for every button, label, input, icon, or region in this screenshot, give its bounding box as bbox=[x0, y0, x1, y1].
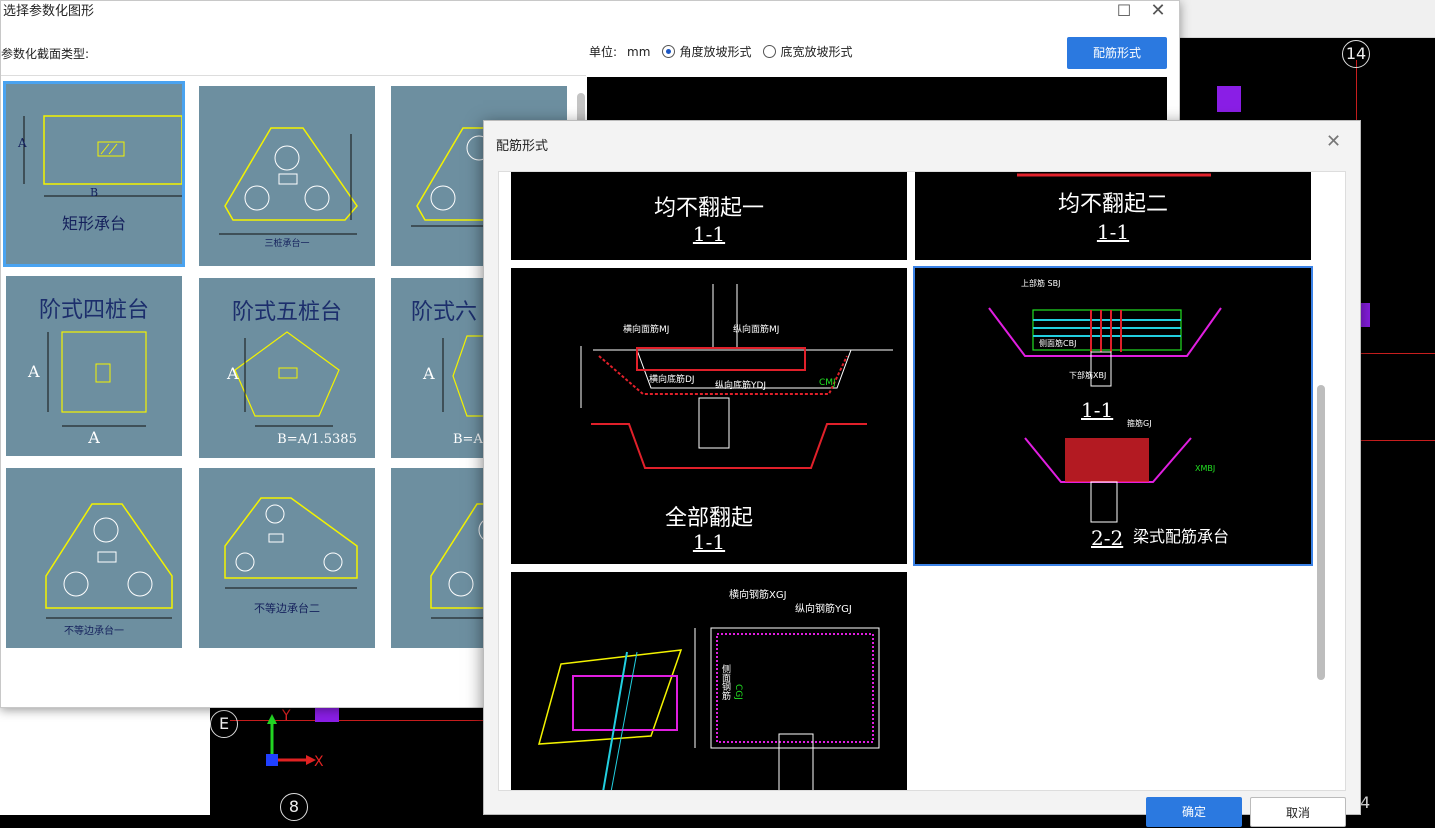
annotation: CGJ bbox=[733, 684, 743, 700]
annotation: 箍筋GJ bbox=[1127, 419, 1152, 428]
dialog-title: 选择参数化图形 bbox=[3, 4, 95, 19]
rebar-option-all-bend[interactable]: 横向面筋MJ 纵向面筋MJ 横向底筋DJ 纵向底筋YDJ CMJ 全部翻起 1-… bbox=[511, 268, 907, 564]
section-label-2: 2-2 bbox=[1091, 526, 1124, 550]
annotation: 横向底筋DJ bbox=[649, 375, 695, 385]
grid-line bbox=[230, 720, 486, 721]
rebar-form-button[interactable]: 配筋形式 bbox=[1067, 37, 1167, 69]
ucs-axis-icon: Y X bbox=[266, 708, 324, 770]
unit-selector: 单位: mm 角度放坡形式 底宽放坡形式 bbox=[589, 43, 852, 60]
cancel-button[interactable]: 取消 bbox=[1250, 797, 1346, 827]
annotation: 纵向面筋MJ bbox=[733, 325, 780, 335]
option-label: 均不翻起一 bbox=[653, 196, 764, 221]
shape-unequal-2[interactable]: 不等边承台二 bbox=[199, 468, 375, 648]
shape-label: 阶式六 bbox=[411, 300, 478, 325]
shape-label: 阶式四桩台 bbox=[38, 298, 149, 323]
cad-toolbar-strip bbox=[1180, 0, 1435, 38]
annotation: 纵向底筋YDJ bbox=[715, 381, 767, 391]
grid-bubble-4: 4 bbox=[1360, 793, 1371, 812]
shape-step-four-pile[interactable]: 阶式四桩台 A A bbox=[6, 276, 182, 456]
width-slope-radio[interactable] bbox=[763, 45, 777, 58]
annotation: XMBJ bbox=[1195, 464, 1216, 473]
cad-column-marker bbox=[1217, 86, 1241, 112]
angle-slope-label[interactable]: 角度放坡形式 bbox=[679, 45, 752, 59]
annotation: 侧面钢筋 bbox=[720, 664, 730, 700]
shape-label: 阶式五桩台 bbox=[231, 300, 342, 325]
option-label: 梁式配筋承台 bbox=[1133, 527, 1230, 546]
unit-value: mm bbox=[627, 44, 651, 59]
section-label: 1-1 bbox=[692, 530, 726, 554]
shape-three-pile-1[interactable]: 三桩承台一 bbox=[199, 86, 375, 266]
rebar-option-beam[interactable]: 横向钢筋XGJ 纵向钢筋YGJ 侧面钢筋 CGJ bbox=[511, 572, 907, 790]
dim-label-a: A bbox=[28, 362, 40, 381]
annotation: CMJ bbox=[819, 378, 836, 388]
options-scrollbar[interactable] bbox=[1317, 385, 1325, 680]
rebar-options-panel: 均不翻起一 1-1 均不翻起二 1-1 横向面筋MJ 纵向面筋MJ 横向底筋DJ… bbox=[498, 171, 1346, 791]
section-label: 1-1 bbox=[1096, 220, 1130, 244]
shape-label: 矩形承台 bbox=[61, 214, 126, 233]
shape-label: 三桩承台一 bbox=[264, 239, 310, 249]
shape-label: 不等边承台一 bbox=[64, 626, 124, 637]
rebar-option-no-bend-1[interactable]: 均不翻起一 1-1 bbox=[511, 172, 907, 260]
dim-label-a: A bbox=[18, 136, 27, 150]
maximize-icon[interactable]: ☐ bbox=[1116, 1, 1132, 20]
close-icon[interactable]: ✕ bbox=[1326, 131, 1342, 152]
section-label: 1-1 bbox=[692, 222, 726, 246]
svg-text:Y: Y bbox=[281, 708, 291, 724]
annotation: 侧面筋CBJ bbox=[1039, 339, 1077, 348]
annotation: 纵向钢筋YGJ bbox=[795, 604, 852, 615]
width-slope-label[interactable]: 底宽放坡形式 bbox=[780, 45, 853, 59]
shape-unequal-1[interactable]: 不等边承台一 bbox=[6, 468, 182, 648]
annotation: 上部筋 SBJ bbox=[1021, 279, 1061, 288]
shape-label: 不等边承台二 bbox=[254, 602, 320, 615]
rebar-option-beam-cap[interactable]: 上部筋 SBJ 侧面筋CBJ 下部筋XBJ 箍筋GJ XMBJ 1-1 2-2 … bbox=[913, 266, 1313, 566]
annotation: 横向钢筋XGJ bbox=[729, 590, 787, 601]
rebar-option-no-bend-2[interactable]: 均不翻起二 1-1 bbox=[915, 172, 1311, 260]
annotation: 下部筋XBJ bbox=[1069, 371, 1107, 380]
grid-bubble-e: E bbox=[210, 710, 238, 738]
cad-column-marker bbox=[1360, 303, 1370, 327]
ok-button[interactable]: 确定 bbox=[1146, 797, 1242, 827]
gallery-scrollbar[interactable] bbox=[577, 93, 585, 133]
cad-column-marker bbox=[315, 708, 339, 722]
section-type-label: 参数化截面类型: bbox=[1, 47, 90, 61]
shape-rect-cap[interactable]: A B 矩形承台 bbox=[3, 81, 185, 267]
section-label: 1-1 bbox=[1081, 398, 1114, 422]
dim-label-b: B bbox=[89, 186, 99, 199]
shape-step-five-pile[interactable]: 阶式五桩台 A B=A/1.5385 bbox=[199, 278, 375, 458]
option-label: 全部翻起 bbox=[664, 506, 753, 531]
cad-left-panel bbox=[0, 700, 210, 815]
dim-label-a: A bbox=[227, 364, 239, 383]
unit-label: 单位: bbox=[589, 45, 618, 59]
dim-label-b: B=A bbox=[453, 432, 483, 447]
dialog-title: 配筋形式 bbox=[496, 139, 549, 154]
rebar-form-dialog: 配筋形式 ✕ 均不翻起一 1-1 均不翻起二 1-1 横向面筋MJ bbox=[483, 120, 1361, 827]
grid-bubble-14: 14 bbox=[1342, 40, 1370, 68]
dim-label-a: A bbox=[423, 364, 435, 383]
shape-preview bbox=[587, 77, 1167, 123]
angle-slope-radio[interactable] bbox=[662, 45, 676, 58]
svg-text:X: X bbox=[314, 754, 324, 770]
dim-label-b: B=A/1.5385 bbox=[277, 432, 357, 447]
dim-label-b: A bbox=[88, 428, 100, 447]
grid-bubble-8: 8 bbox=[280, 793, 308, 821]
close-icon[interactable]: ✕ bbox=[1150, 0, 1166, 21]
annotation: 横向面筋MJ bbox=[623, 325, 670, 335]
option-label: 均不翻起二 bbox=[1057, 192, 1168, 217]
